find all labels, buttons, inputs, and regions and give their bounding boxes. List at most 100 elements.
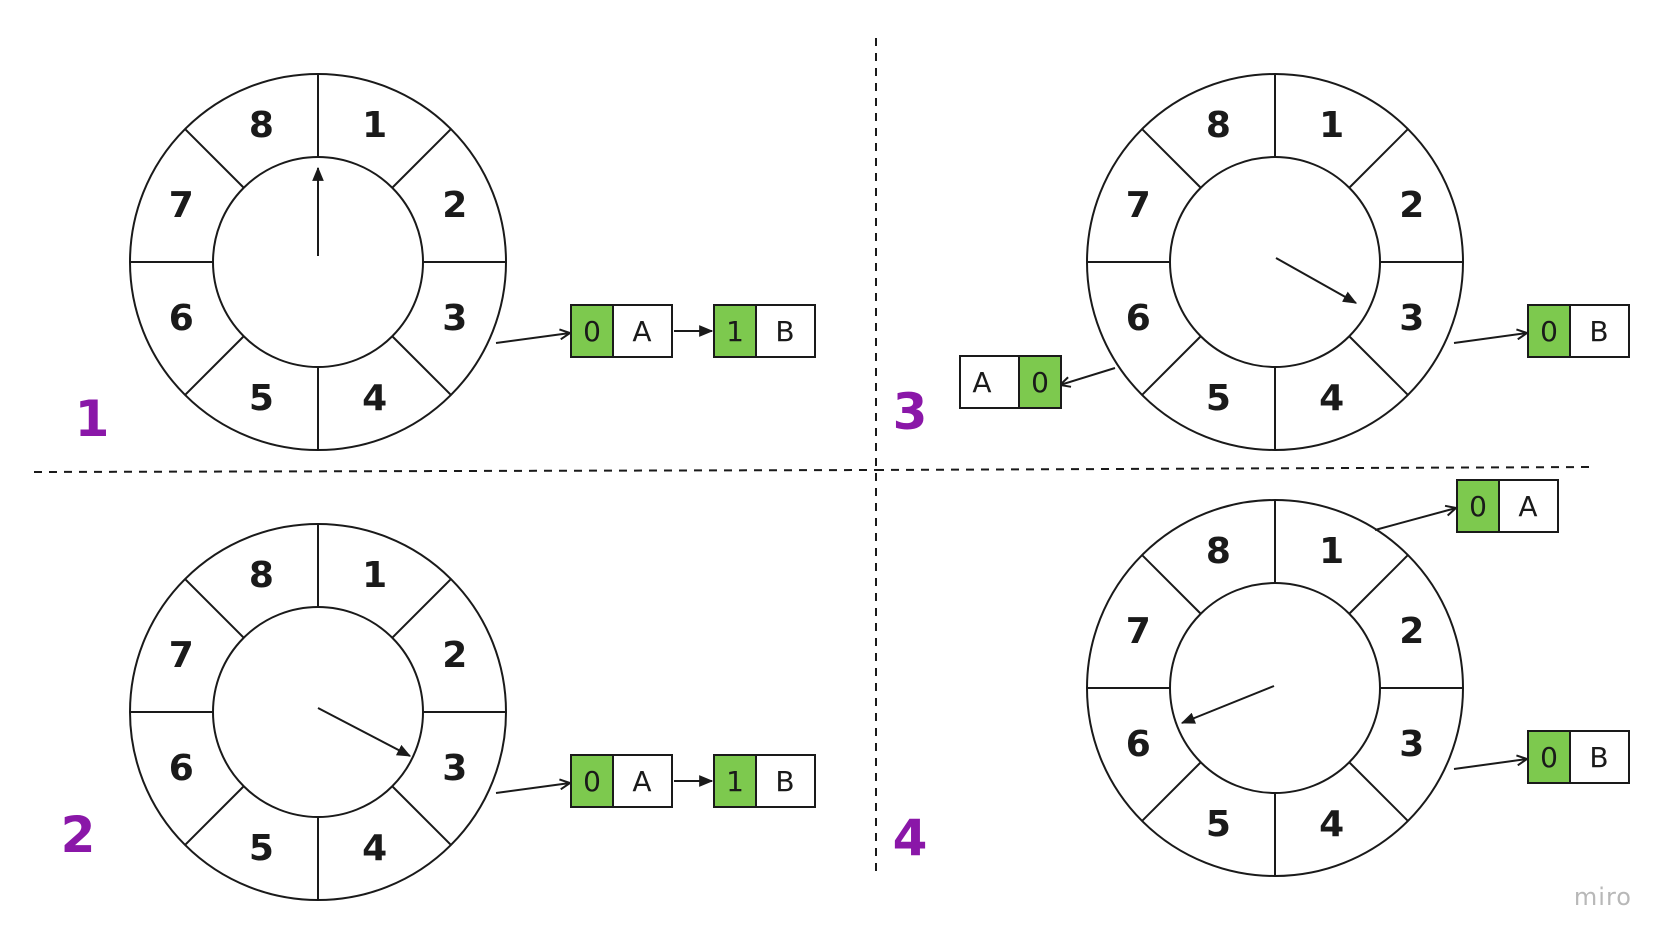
node-value: B <box>775 315 794 348</box>
list-node: A 0 <box>959 355 1062 409</box>
slot-3-link <box>1453 759 1527 770</box>
wheel-slot-label: 2 <box>442 635 467 676</box>
wheel-slot-label: 2 <box>1399 611 1424 652</box>
list-node: 1 B <box>713 304 816 358</box>
timing-wheel-4: 1 2 3 4 5 6 7 8 <box>1086 499 1464 877</box>
node-count: 1 <box>726 765 744 798</box>
pointer-hand <box>1180 685 1275 724</box>
wheel-inner-ring <box>1169 582 1381 794</box>
wheel-slot-label: 7 <box>169 185 194 226</box>
node-value: A <box>632 765 651 798</box>
wheel-slot-label: 6 <box>1126 724 1151 765</box>
wheel-spoke <box>391 785 452 846</box>
wheel-slot-label: 2 <box>1399 185 1424 226</box>
wheel-spoke <box>391 335 452 396</box>
wheel-slot-label: 7 <box>1126 185 1151 226</box>
wheel-slot-label: 5 <box>249 378 274 419</box>
pointer-hand <box>317 707 412 757</box>
wheel-slot-label: 7 <box>169 635 194 676</box>
wheel-spoke <box>391 578 452 639</box>
node-count: 0 <box>1031 366 1049 399</box>
node-value: B <box>1589 315 1608 348</box>
node-value: B <box>775 765 794 798</box>
node-count: 0 <box>1540 315 1558 348</box>
wheel-inner-ring <box>212 606 424 818</box>
slot-3-link <box>495 333 570 344</box>
quadrant-label-3: 3 <box>893 383 928 441</box>
quadrant-label-4: 4 <box>893 809 928 867</box>
node-value: A <box>1518 490 1537 523</box>
node-count: 0 <box>583 765 601 798</box>
wheel-slot-label: 6 <box>169 298 194 339</box>
wheel-spoke <box>1348 761 1409 822</box>
wheel-slot-label: 3 <box>442 748 467 789</box>
wheel-spoke <box>184 335 245 396</box>
list-node: 0 A <box>570 304 673 358</box>
slot-6-link <box>1060 367 1116 385</box>
list-node: 0 B <box>1527 730 1630 784</box>
wheel-spoke <box>1348 128 1409 189</box>
wheel-slot-label: 8 <box>249 105 274 146</box>
node-count: 0 <box>1469 490 1487 523</box>
quadrant-label-1: 1 <box>75 390 110 448</box>
list-node: 1 B <box>713 754 816 808</box>
wheel-spoke <box>1348 554 1409 615</box>
wheel-slot-label: 6 <box>1126 298 1151 339</box>
wheel-spoke <box>1141 554 1202 615</box>
wheel-slot-label: 8 <box>249 555 274 596</box>
slot-1-link <box>1374 508 1456 531</box>
timing-wheel-2: 1 2 3 4 5 6 7 8 <box>129 523 507 901</box>
wheel-slot-label: 1 <box>1319 531 1344 572</box>
node-value: A <box>972 366 991 399</box>
wheel-slot-label: 5 <box>1206 804 1231 845</box>
horizontal-divider-right <box>875 466 1591 471</box>
wheel-spoke <box>184 578 245 639</box>
wheel-slot-label: 2 <box>442 185 467 226</box>
quadrant-2: 2 1 2 3 4 5 6 7 8 0 A 1 B <box>61 523 816 901</box>
horizontal-divider-left <box>33 469 877 473</box>
list-node: 0 B <box>1527 304 1630 358</box>
slot-3-link <box>495 783 570 794</box>
wheel-slot-label: 3 <box>1399 724 1424 765</box>
wheel-spoke <box>1141 335 1202 396</box>
wheel-spoke <box>1141 761 1202 822</box>
quadrant-4: 4 1 2 3 4 5 6 7 8 0 A 0 B <box>893 479 1630 877</box>
slot-3-link <box>1453 333 1527 344</box>
wheel-slot-label: 3 <box>1399 298 1424 339</box>
quadrant-1: 1 1 2 3 4 5 6 7 8 0 A 1 B <box>75 73 816 451</box>
list-node: 0 A <box>1456 479 1559 533</box>
wheel-slot-label: 8 <box>1206 531 1231 572</box>
wheel-spoke <box>1141 128 1202 189</box>
wheel-inner-ring <box>1169 156 1381 368</box>
miro-watermark: miro <box>1574 883 1632 911</box>
node-count: 1 <box>726 315 744 348</box>
wheel-slot-label: 7 <box>1126 611 1151 652</box>
wheel-slot-label: 1 <box>362 105 387 146</box>
wheel-slot-label: 8 <box>1206 105 1231 146</box>
quadrant-3: 3 1 2 3 4 5 6 7 8 0 B A 0 <box>893 73 1630 451</box>
pointer-hand <box>1275 257 1358 304</box>
wheel-spoke <box>184 785 245 846</box>
node-value: A <box>632 315 651 348</box>
quadrant-label-2: 2 <box>61 806 96 864</box>
wheel-spoke <box>1348 335 1409 396</box>
wheel-slot-label: 5 <box>1206 378 1231 419</box>
node-value: B <box>1589 741 1608 774</box>
wheel-slot-label: 1 <box>362 555 387 596</box>
node-count: 0 <box>1540 741 1558 774</box>
node-count: 0 <box>583 315 601 348</box>
wheel-slot-label: 4 <box>1319 378 1344 419</box>
wheel-spoke <box>184 128 245 189</box>
wheel-slot-label: 4 <box>362 828 387 869</box>
wheel-slot-label: 6 <box>169 748 194 789</box>
wheel-slot-label: 4 <box>1319 804 1344 845</box>
wheel-spoke <box>391 128 452 189</box>
wheel-slot-label: 3 <box>442 298 467 339</box>
wheel-slot-label: 1 <box>1319 105 1344 146</box>
wheel-slot-label: 5 <box>249 828 274 869</box>
timing-wheel-1: 1 2 3 4 5 6 7 8 <box>129 73 507 451</box>
list-node: 0 A <box>570 754 673 808</box>
wheel-slot-label: 4 <box>362 378 387 419</box>
timing-wheel-3: 1 2 3 4 5 6 7 8 <box>1086 73 1464 451</box>
